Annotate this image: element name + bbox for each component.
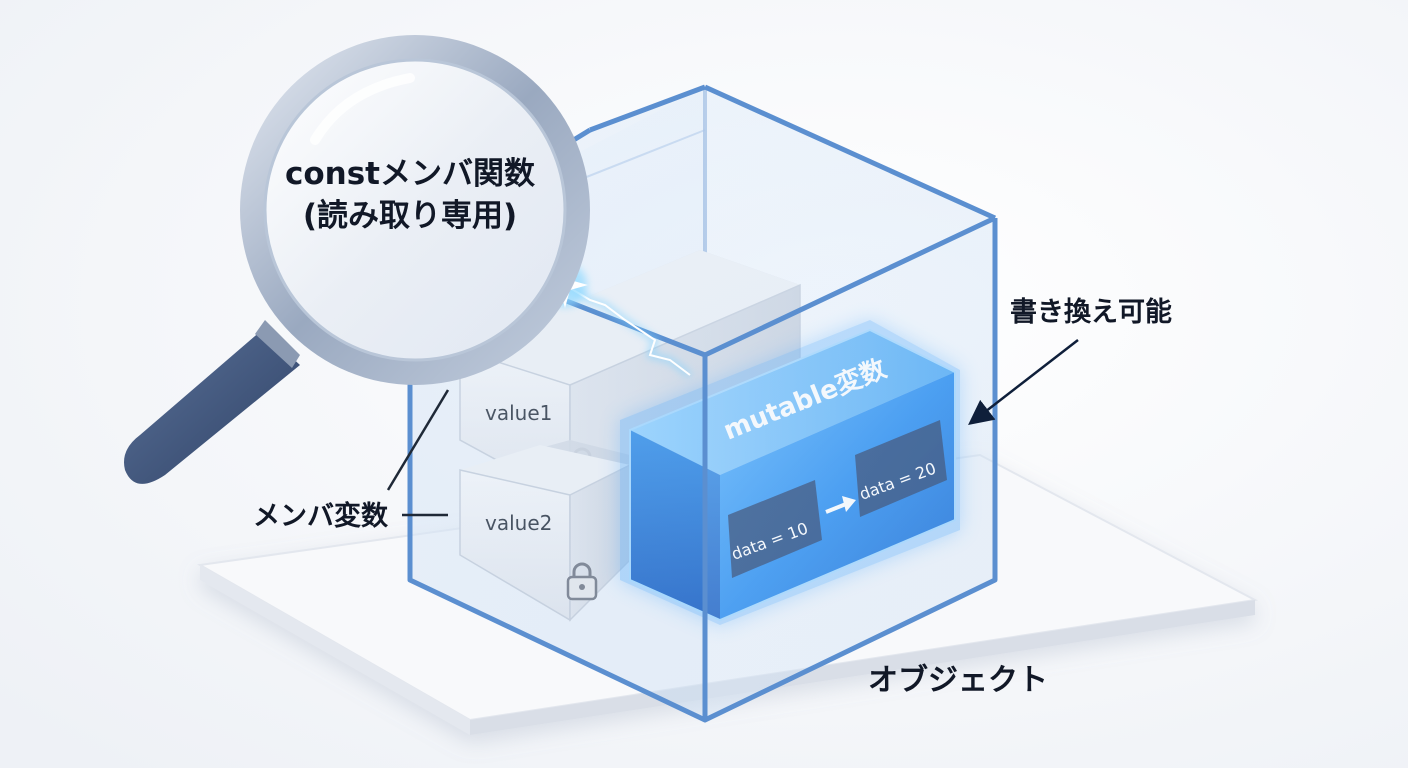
member-variables-callout: メンバ変数	[253, 389, 450, 532]
member-variables-label: メンバ変数	[253, 500, 389, 532]
rewritable-callout: 書き換え可能	[968, 296, 1172, 426]
object-label: オブジェクト	[868, 663, 1048, 698]
lens-title: constメンバ関数	[285, 156, 535, 192]
rewritable-label: 書き換え可能	[1010, 296, 1172, 328]
magnifying-glass-icon: constメンバ関数 (読み取り専用)	[124, 35, 590, 484]
lens-subtitle: (読み取り専用)	[303, 198, 517, 234]
